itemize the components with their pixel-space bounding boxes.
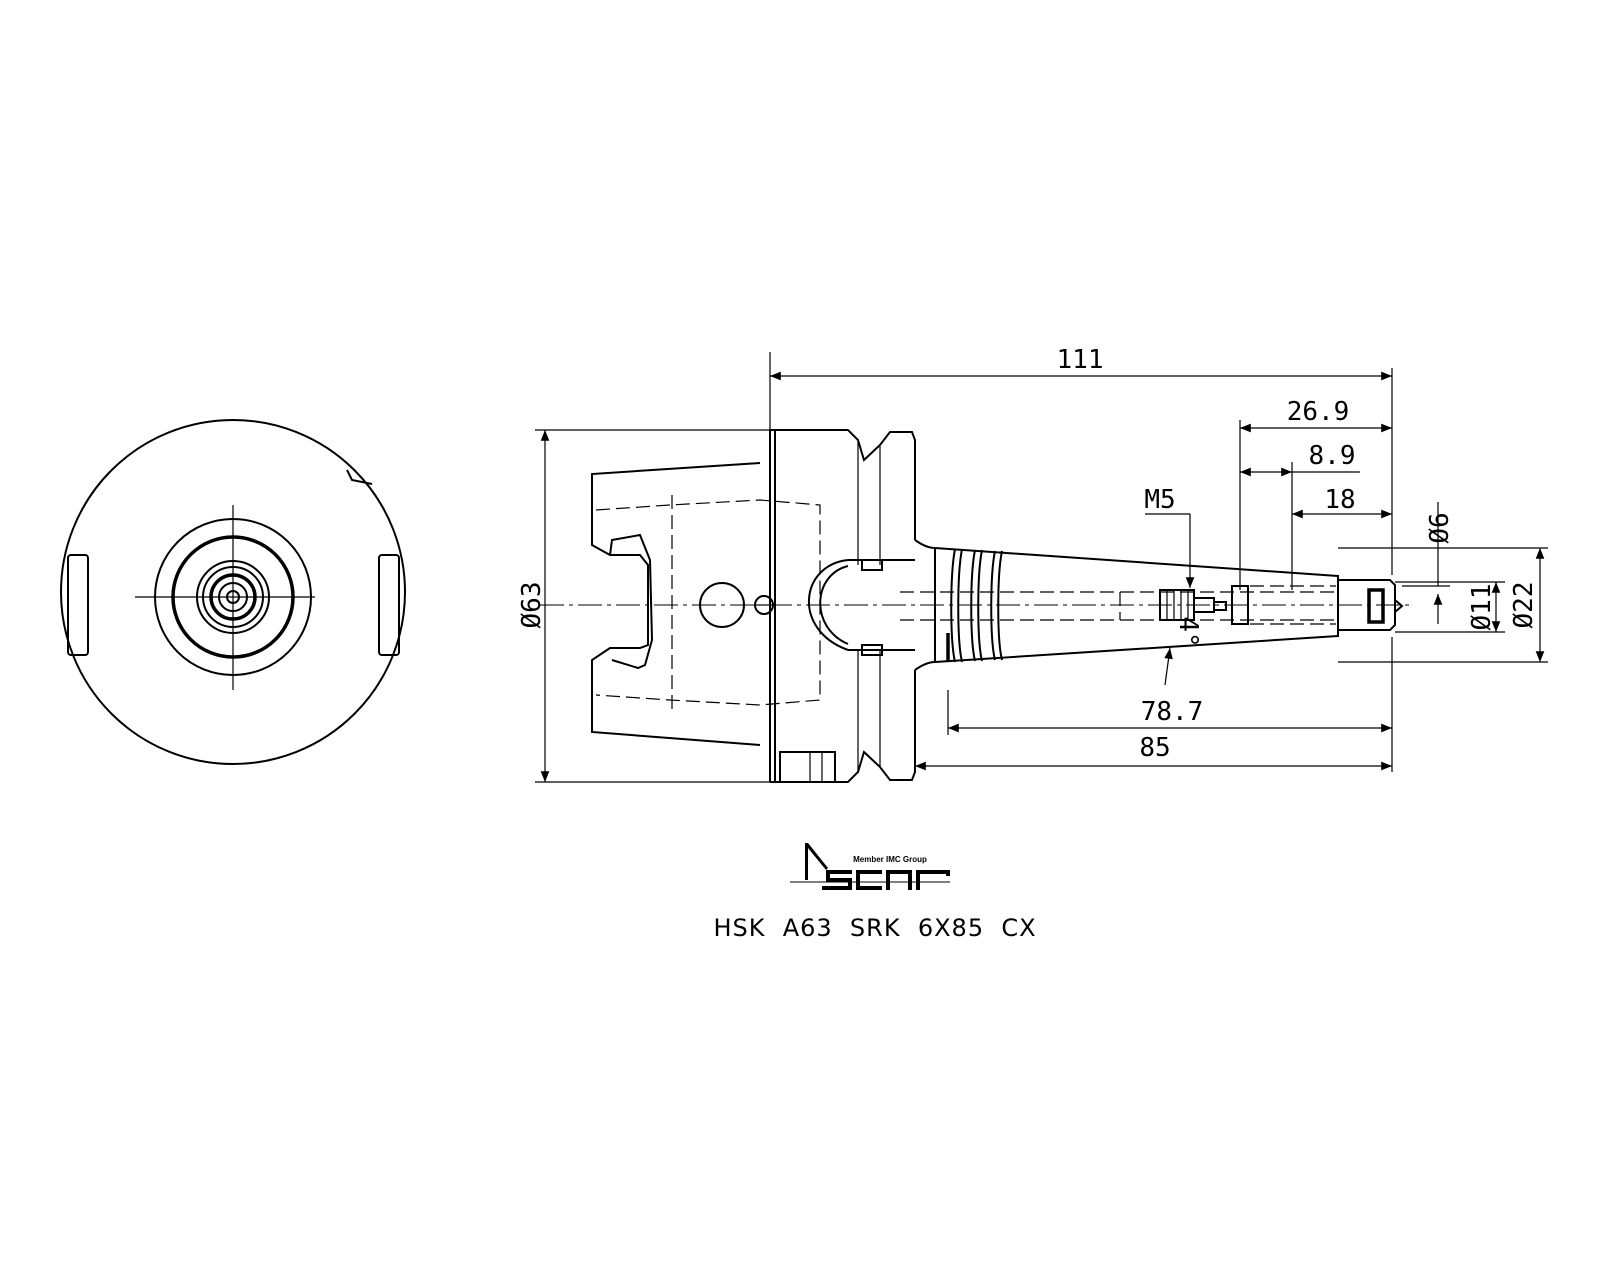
logo-tagline: Member IMC Group <box>853 855 927 864</box>
dim-overall-length: 111 <box>1057 345 1104 375</box>
dim-18: 18 <box>1324 485 1355 515</box>
product-designation: HSK A63 SRK 6X85 CX <box>713 914 1036 942</box>
dim-dia-22: Ø22 <box>1509 582 1539 629</box>
dim-85: 85 <box>1139 733 1170 763</box>
end-view <box>60 419 406 765</box>
dimensions: 111 26.9 8.9 18 M5 Ø6 Ø11 Ø22 Ø63 <box>517 345 1548 783</box>
dim-thread-m5: M5 <box>1144 485 1175 515</box>
dim-8-9: 8.9 <box>1309 441 1356 471</box>
dim-taper-angle: 4° <box>1173 616 1203 647</box>
iscar-logo: Member IMC Group <box>790 843 950 890</box>
hsk-shank <box>591 462 821 746</box>
dim-26-9: 26.9 <box>1287 397 1350 427</box>
dim-dia-6: Ø6 <box>1425 512 1455 543</box>
dim-dia-63: Ø63 <box>517 582 547 629</box>
dim-78-7: 78.7 <box>1141 697 1204 727</box>
dim-dia-11: Ø11 <box>1467 584 1497 631</box>
flange <box>769 429 936 783</box>
